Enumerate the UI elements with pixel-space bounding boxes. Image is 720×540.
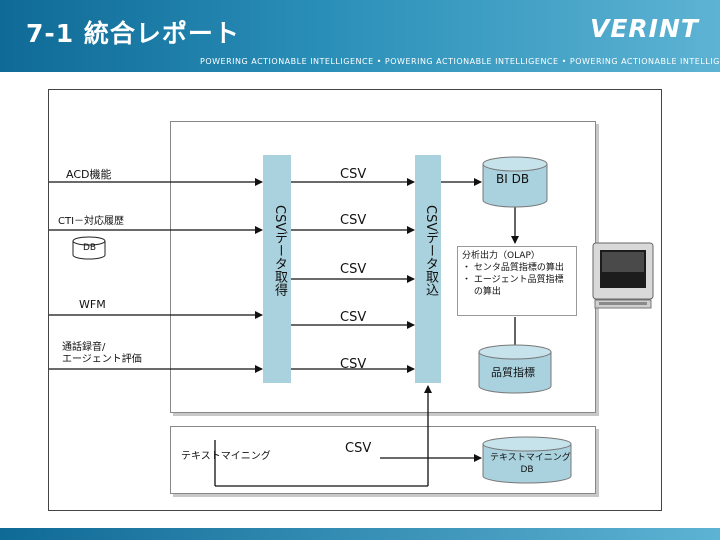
csv-load-bar — [415, 155, 441, 383]
computer-monitor-icon — [592, 242, 654, 309]
db-label: DB — [83, 243, 97, 253]
csv-label-6: CSV — [345, 441, 372, 456]
recording-label: 通話録音/ エージェント評価 — [62, 342, 142, 365]
analysis-line-2: ・ センタ品質指標の算出 — [462, 263, 564, 273]
csv-acquire-label: CSVデータ取得 — [272, 205, 287, 297]
analysis-line-1: 分析出力（OLAP） — [462, 251, 540, 261]
csv-acquire-bar — [263, 155, 291, 383]
bidb-label: BI DB — [496, 172, 530, 186]
csv-label-3: CSV — [340, 262, 367, 277]
analysis-output-box: 分析出力（OLAP） ・ センタ品質指標の算出 ・ エージェント品質指標 の算出 — [457, 246, 577, 316]
csv-label-1: CSV — [340, 167, 367, 182]
page-title: 7-1 統合レポート — [26, 19, 240, 48]
tagline: POWERING ACTIONABLE INTELLIGENCE • POWER… — [200, 57, 720, 66]
csv-label-5: CSV — [340, 357, 367, 372]
textmining-label: テキストマイニング — [181, 451, 271, 462]
analysis-line-4: の算出 — [462, 287, 501, 297]
textmining-db-cylinder-icon — [482, 436, 572, 484]
database-icon — [72, 236, 106, 260]
acd-label: ACD機能 — [66, 168, 112, 181]
verint-logo: VERINT — [590, 14, 699, 43]
wfm-label: WFM — [79, 298, 106, 311]
header-bar: 7-1 統合レポート VERINT POWERING ACTIONABLE IN… — [0, 0, 720, 72]
cti-label: CTI－対応履歴 — [58, 216, 125, 227]
textmining-db-label: テキストマイニング DB — [490, 453, 571, 475]
quality-label: 品質指標 — [491, 366, 535, 379]
quality-cylinder-icon — [478, 344, 552, 394]
footer-bar — [0, 528, 720, 540]
csv-load-label: CSVデータ取込 — [423, 205, 438, 297]
csv-label-4: CSV — [340, 310, 367, 325]
analysis-line-3: ・ エージェント品質指標 — [462, 275, 564, 285]
bidb-cylinder-icon — [482, 156, 548, 208]
csv-label-2: CSV — [340, 213, 367, 228]
